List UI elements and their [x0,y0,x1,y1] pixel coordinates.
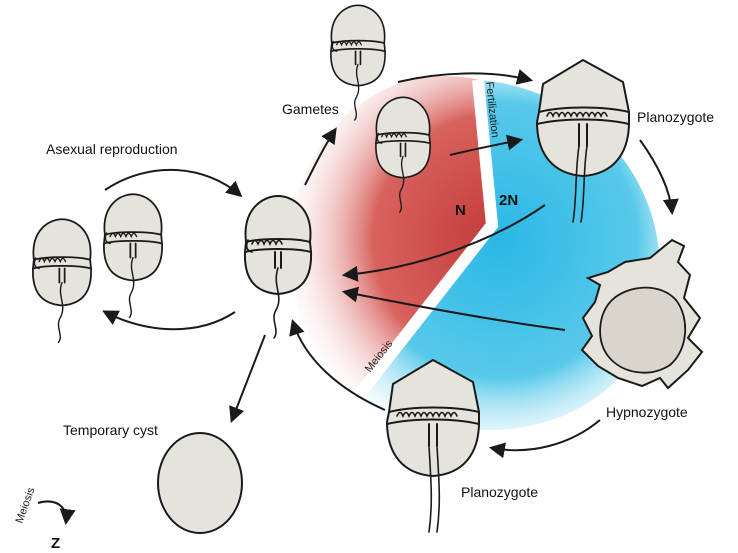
meiosis-curved-arrow-icon [38,502,66,522]
legend-z-label: Z [51,535,60,552]
asexual-reproduction-label: Asexual reproduction [46,141,178,157]
gametes-label: Gametes [282,101,339,117]
temporary-cyst-cell [158,433,242,533]
diploid-label: 2N [499,192,518,209]
hypnozygote-label: Hypnozygote [606,404,688,420]
planozygote-bottom-label: Planozygote [461,484,538,500]
planozygote-top-label: Planozygote [637,109,714,125]
meiosis-legend: Meiosis Z [14,485,67,552]
asexual-arrow-bottom [105,312,235,329]
planozygote-bottom-cell [387,360,479,532]
asexual-cell-left [33,219,91,342]
temporary-cyst-label: Temporary cyst [63,422,158,438]
svg-text:Meiosis: Meiosis [14,485,38,525]
arrow-to-temporary-cyst [232,335,265,420]
vegetative-cell [245,196,311,338]
asexual-cell-right [104,194,162,317]
asexual-arrow-top [105,170,240,195]
haploid-label: N [455,202,466,219]
